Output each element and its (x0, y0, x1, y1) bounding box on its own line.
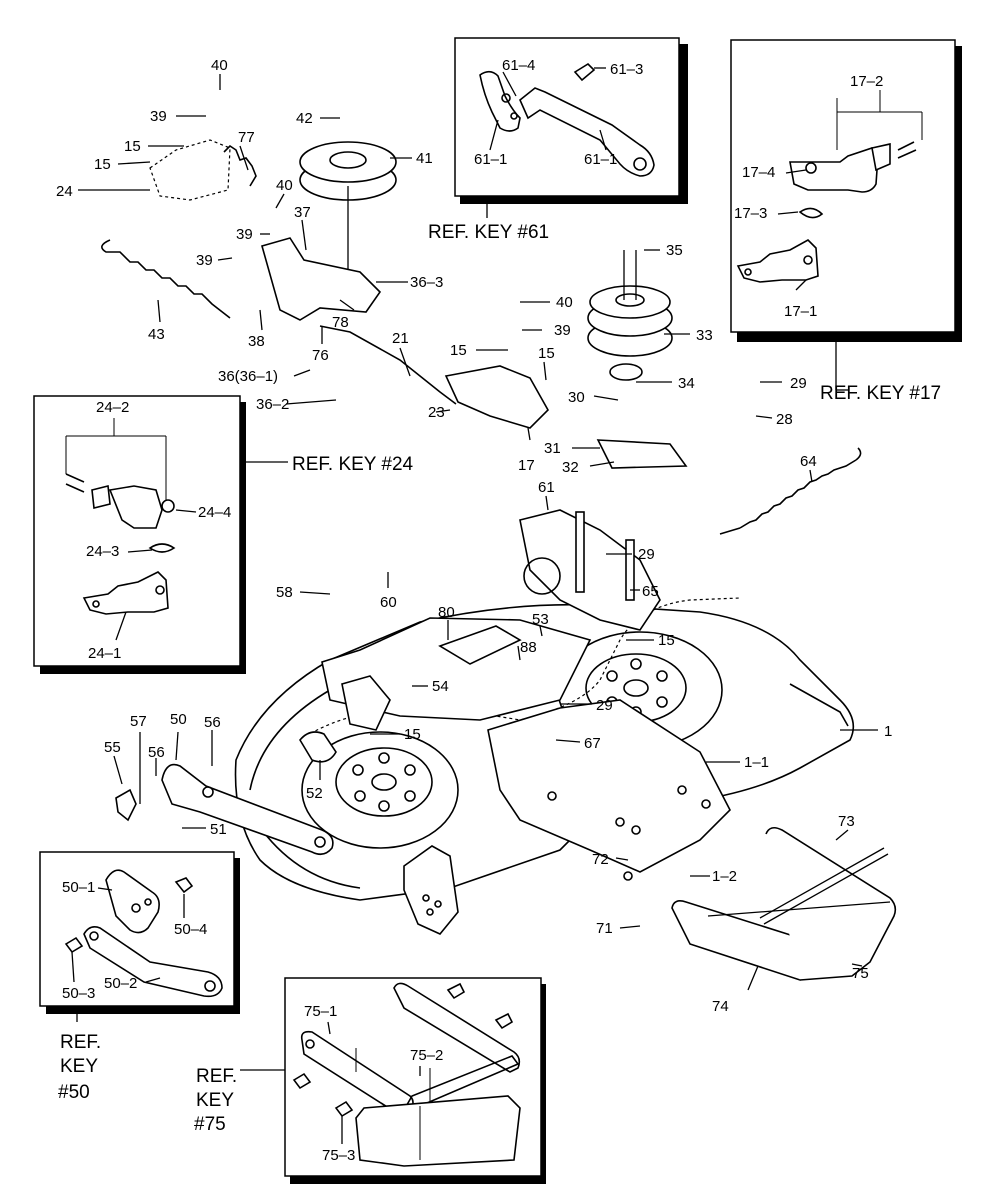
ref-key-50-caption-3: #50 (58, 1082, 90, 1103)
label: 67 (584, 735, 601, 752)
label: 65 (642, 583, 659, 600)
main-assembly (101, 139, 897, 981)
label: 32 (562, 459, 579, 476)
ref-key-75-caption-2: KEY (196, 1090, 234, 1111)
label: 61 (538, 479, 555, 496)
inset-ref-key-61 (454, 37, 688, 204)
label: 24–3 (86, 543, 119, 560)
inset-ref-key-24 (33, 395, 246, 674)
inset-ref-key-17 (730, 39, 962, 342)
label: 15 (124, 138, 141, 155)
label: 54 (432, 678, 449, 695)
label: 75–3 (322, 1147, 355, 1164)
label: 36–3 (410, 274, 443, 291)
ref-key-50-caption-1: REF. (60, 1032, 101, 1053)
ref-key-61-caption: REF. KEY #61 (428, 222, 549, 243)
label: 53 (532, 611, 549, 628)
label: 17–2 (850, 73, 883, 90)
ref-key-17-caption: REF. KEY #17 (820, 383, 941, 404)
leader-lines (78, 74, 878, 991)
label: 29 (790, 375, 807, 392)
label: 43 (148, 326, 165, 343)
label: 33 (696, 327, 713, 344)
label: 61–4 (502, 57, 535, 74)
label: 78 (332, 314, 349, 331)
ref-key-50-caption-2: KEY (60, 1056, 98, 1077)
label: 50 (170, 711, 187, 728)
label: 36(36–1) (218, 368, 278, 385)
label: 50–2 (104, 975, 137, 992)
label: 29 (638, 546, 655, 563)
label: 31 (544, 440, 561, 457)
label: 50–3 (62, 985, 95, 1002)
label: 15 (94, 156, 111, 173)
label: 1–2 (712, 868, 737, 885)
label: 24–4 (198, 504, 231, 521)
label: 61–1 (474, 151, 507, 168)
label: 1 (884, 723, 892, 740)
label: 76 (312, 347, 329, 364)
label: 50–4 (174, 921, 207, 938)
label: 52 (306, 785, 323, 802)
label: 58 (276, 584, 293, 601)
label: 40 (556, 294, 573, 311)
label: 56 (148, 744, 165, 761)
label: 61–1 (584, 151, 617, 168)
label: 28 (776, 411, 793, 428)
label: 51 (210, 821, 227, 838)
label: 30 (568, 389, 585, 406)
label: 39 (150, 108, 167, 125)
label: 55 (104, 739, 121, 756)
label: 15 (450, 342, 467, 359)
label: 80 (438, 604, 455, 621)
label: 42 (296, 110, 313, 127)
inset-ref-key-50 (39, 851, 240, 1014)
label: 39 (554, 322, 571, 339)
label: 24 (56, 183, 73, 200)
label: 1–1 (744, 754, 769, 771)
label: 77 (238, 129, 255, 146)
label: 24–2 (96, 399, 129, 416)
label: 57 (130, 713, 147, 730)
label: 35 (666, 242, 683, 259)
label: 88 (520, 639, 537, 656)
label: 75 (852, 965, 869, 982)
label: 61–3 (610, 61, 643, 78)
label: 72 (592, 851, 609, 868)
label: 36–2 (256, 396, 289, 413)
label: 39 (236, 226, 253, 243)
label: 17 (518, 457, 535, 474)
label: 40 (211, 57, 228, 74)
label: 75–1 (304, 1003, 337, 1020)
label: 29 (596, 697, 613, 714)
ref-key-75-caption-1: REF. (196, 1066, 237, 1087)
ref-key-24-caption: REF. KEY #24 (292, 454, 414, 475)
label: 37 (294, 204, 311, 221)
label: 24–1 (88, 645, 121, 662)
label: 40 (276, 177, 293, 194)
label: 17–3 (734, 205, 767, 222)
label: 15 (658, 632, 675, 649)
ref-key-75-caption-3: #75 (194, 1114, 226, 1135)
label: 50–1 (62, 879, 95, 896)
label: 39 (196, 252, 213, 269)
label: 38 (248, 333, 265, 350)
label: 17–4 (742, 164, 775, 181)
label: 73 (838, 813, 855, 830)
label: 41 (416, 150, 433, 167)
label: 15 (404, 726, 421, 743)
label: 23 (428, 404, 445, 421)
label: 74 (712, 998, 729, 1015)
inset-ref-key-75 (284, 977, 546, 1184)
label: 15 (538, 345, 555, 362)
label: 56 (204, 714, 221, 731)
label: 21 (392, 330, 409, 347)
label: 64 (800, 453, 817, 470)
label: 75–2 (410, 1047, 443, 1064)
label: 60 (380, 594, 397, 611)
label: 17–1 (784, 303, 817, 320)
label: 71 (596, 920, 613, 937)
label: 34 (678, 375, 695, 392)
